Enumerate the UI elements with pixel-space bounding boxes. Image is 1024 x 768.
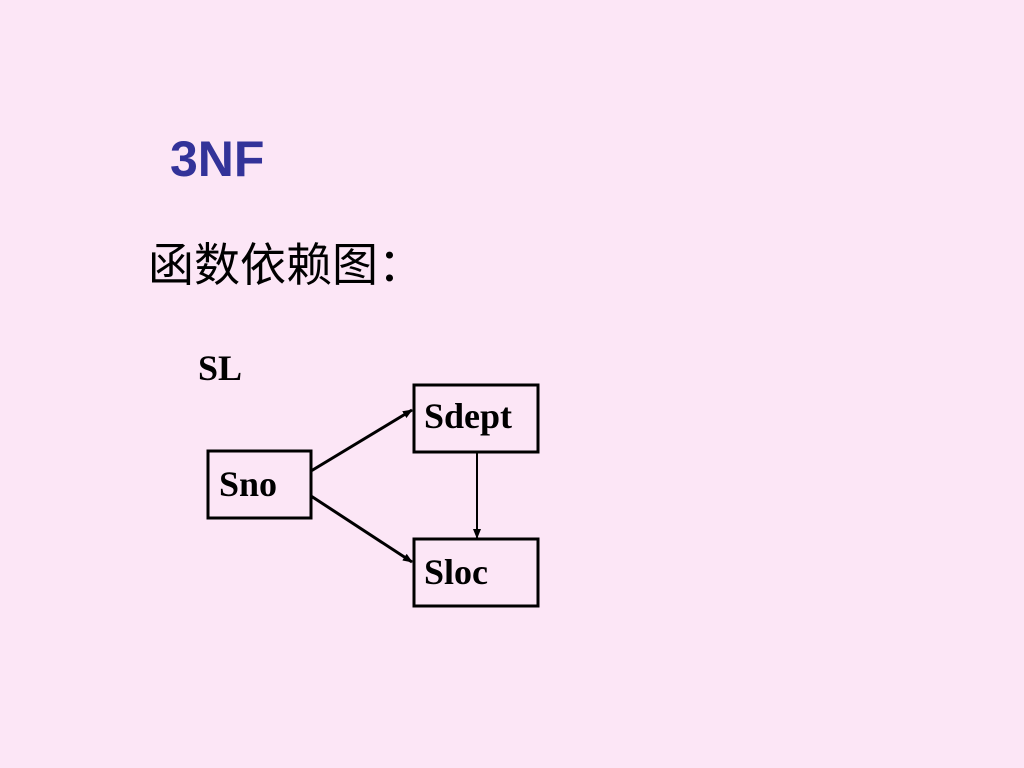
node-box <box>206 449 313 520</box>
node-box <box>412 383 540 454</box>
node-label: Sdept <box>424 396 512 436</box>
edge-sno-to-sloc <box>310 494 413 564</box>
node-label: Sno <box>219 464 277 504</box>
node-box <box>412 537 540 608</box>
edge-sno-to-sdept <box>310 408 413 473</box>
node-sloc: Sloc <box>412 537 540 608</box>
node-sno: Sno <box>206 449 313 520</box>
slide-title: 3NF <box>170 131 265 187</box>
node-sdept: Sdept <box>412 383 540 454</box>
relation-name-label: SL <box>198 348 243 388</box>
slide-subtitle: 函数依赖图： <box>148 238 424 292</box>
node-label: Sloc <box>424 552 488 592</box>
